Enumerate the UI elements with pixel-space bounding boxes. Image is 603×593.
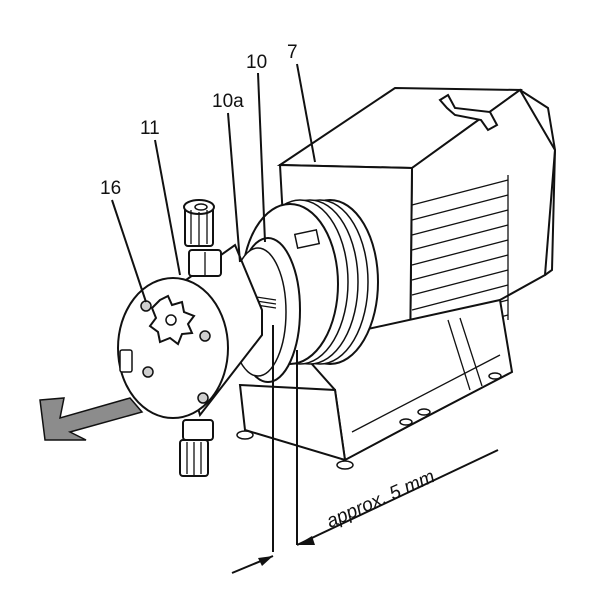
leader-7 xyxy=(296,63,316,163)
leader-16 xyxy=(111,199,147,303)
rear-cover xyxy=(519,89,557,276)
carry-handle xyxy=(438,93,499,132)
base-feet xyxy=(236,372,502,470)
callout-leaders xyxy=(111,63,316,303)
cooling-fins xyxy=(411,175,509,341)
side-connector xyxy=(119,349,133,373)
callout-11: 11 xyxy=(140,118,160,139)
arrowhead-left xyxy=(258,556,273,566)
callout-10: 10 xyxy=(246,52,267,73)
base-front xyxy=(238,383,347,462)
pump-head-face xyxy=(117,277,229,419)
leader-10 xyxy=(257,72,266,243)
callout-10a: 10a xyxy=(212,91,244,112)
dimension-label: approx. 5 mm xyxy=(323,466,438,532)
screw-16 xyxy=(140,300,152,312)
leader-11 xyxy=(154,139,181,276)
suction-valve-top xyxy=(183,199,222,277)
callout-16: 16 xyxy=(100,178,121,199)
dimension-lines xyxy=(231,325,499,574)
discharge-valve-bottom xyxy=(179,419,214,477)
leader-10a xyxy=(227,112,241,263)
pump-head xyxy=(117,243,263,419)
removal-direction-arrow xyxy=(39,397,144,441)
head-screws xyxy=(140,300,211,404)
callout-7: 7 xyxy=(287,42,298,63)
arrowhead-right xyxy=(297,536,315,545)
